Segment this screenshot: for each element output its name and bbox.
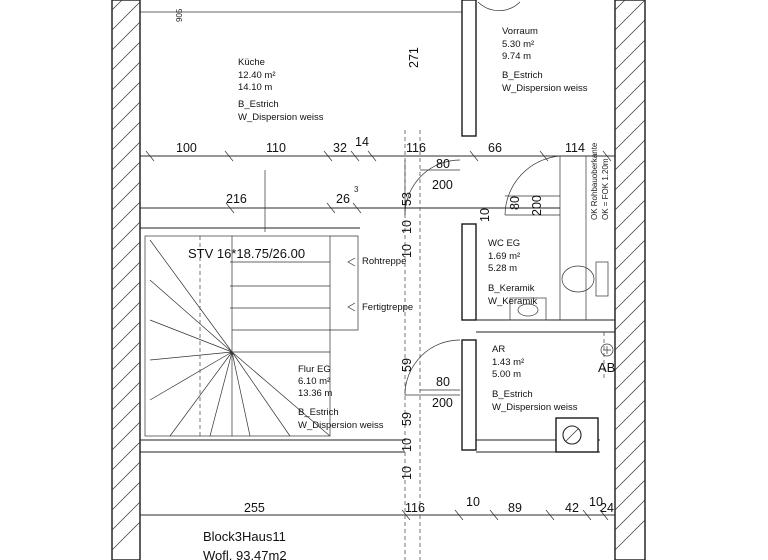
room-ar: AR 1.43 m² 5.00 m B_Estrich W_Dispersion…	[492, 344, 578, 413]
room-area: 12.40 m²	[238, 70, 276, 81]
room-perimeter: 5.28 m	[488, 263, 517, 274]
room-floor: B_Keramik	[488, 283, 535, 294]
room-perimeter: 13.36 m	[298, 388, 332, 399]
dim-255: 255	[244, 501, 265, 515]
dim-89: 89	[508, 501, 522, 515]
dim-66: 66	[488, 141, 502, 155]
dim-14: 14	[355, 135, 369, 149]
dim-114: 114	[565, 141, 585, 155]
room-perimeter: 9.74 m	[502, 51, 531, 62]
door-wc-height: 200	[530, 195, 544, 216]
staircase	[144, 170, 359, 437]
stair-label-finished: Fertigtreppe	[362, 302, 413, 313]
room-vorraum: Vorraum 5.30 m² 9.74 m B_Estrich W_Dispe…	[502, 26, 588, 94]
dim-59-b: 59	[400, 412, 414, 426]
dim-10-e: 10	[400, 466, 414, 480]
dim-116-bottom: 116	[405, 501, 425, 515]
room-wc: WC EG 1.69 m² 5.28 m B_Keramik W_Keramik	[488, 238, 537, 307]
room-area: 1.69 m²	[488, 251, 520, 262]
room-name: WC EG	[488, 238, 520, 249]
door-wc-width: 80	[508, 196, 522, 210]
room-kueche: Küche 12.40 m² 14.10 m B_Estrich W_Dispe…	[238, 57, 324, 123]
room-wall: W_Dispersion weiss	[492, 402, 578, 413]
room-name: Küche	[238, 57, 265, 68]
door-flur-width: 80	[436, 375, 450, 389]
door-kitchen-height: 200	[432, 178, 453, 192]
door-flur-height: 200	[432, 396, 453, 410]
section-marker-label: AB	[598, 360, 615, 375]
building-info: Block3Haus11 Wofl. 93.47m2	[203, 529, 287, 560]
room-area: 1.43 m²	[492, 357, 524, 368]
wall-left	[111, 0, 141, 560]
washing-machine	[555, 417, 599, 453]
room-wall: W_Keramik	[488, 296, 537, 307]
dim-110: 110	[266, 141, 286, 155]
dim-271: 271	[407, 47, 421, 68]
room-area: 5.30 m²	[502, 39, 534, 50]
dim-10-bottom-b: 10	[589, 495, 603, 509]
room-name: Flur EG	[298, 364, 331, 375]
room-floor: B_Estrich	[502, 70, 543, 81]
building-block: Block3Haus11	[203, 529, 286, 544]
stair-label-rough: Rohtreppe	[362, 256, 406, 267]
room-name: Vorraum	[502, 26, 538, 37]
room-wall: W_Dispersion weiss	[502, 83, 588, 94]
dim-100: 100	[176, 141, 197, 155]
dim-32: 32	[333, 141, 347, 155]
stair-spec: STV 16*18.75/26.00	[188, 246, 305, 261]
room-perimeter: 14.10 m	[238, 82, 272, 93]
dim-24: 24	[600, 501, 614, 515]
toilet-fixture	[561, 261, 609, 297]
room-wall: W_Dispersion weiss	[298, 420, 384, 431]
dim-53: 53	[400, 192, 414, 206]
dim-10-b: 10	[400, 244, 414, 258]
section-marker	[600, 332, 614, 380]
dim-partial-top: 905	[175, 8, 184, 22]
stair-height-note: OK = FOK 1.20m	[601, 158, 610, 220]
dim-116: 116	[406, 141, 426, 155]
dim-216: 216	[226, 192, 247, 206]
room-flur: Flur EG 6.10 m² 13.36 m B_Estrich W_Disp…	[298, 364, 384, 431]
dim-10-c: 10	[400, 438, 414, 452]
dim-10-bottom: 10	[466, 495, 480, 509]
doors	[404, 1, 561, 396]
dim-42: 42	[565, 501, 579, 515]
wall-right	[614, 0, 646, 560]
wash-basin	[509, 297, 547, 321]
room-name: AR	[492, 344, 505, 355]
stair-rohbau-note: OK Rohbauoberkante	[590, 142, 599, 220]
room-floor: B_Estrich	[238, 99, 279, 110]
building-area: Wofl. 93.47m2	[203, 548, 287, 560]
dim-10-a: 10	[400, 220, 414, 234]
dim-3: 3	[354, 185, 359, 194]
room-wall: W_Dispersion weiss	[238, 112, 324, 123]
dim-59-a: 59	[400, 358, 414, 372]
room-perimeter: 5.00 m	[492, 369, 521, 380]
dim-10-d: 10	[478, 208, 492, 222]
dim-26: 26	[336, 192, 350, 206]
dimension-lines	[140, 150, 615, 521]
door-kitchen-width: 80	[436, 157, 450, 171]
room-floor: B_Estrich	[298, 407, 339, 418]
room-floor: B_Estrich	[492, 389, 533, 400]
room-area: 6.10 m²	[298, 376, 330, 387]
